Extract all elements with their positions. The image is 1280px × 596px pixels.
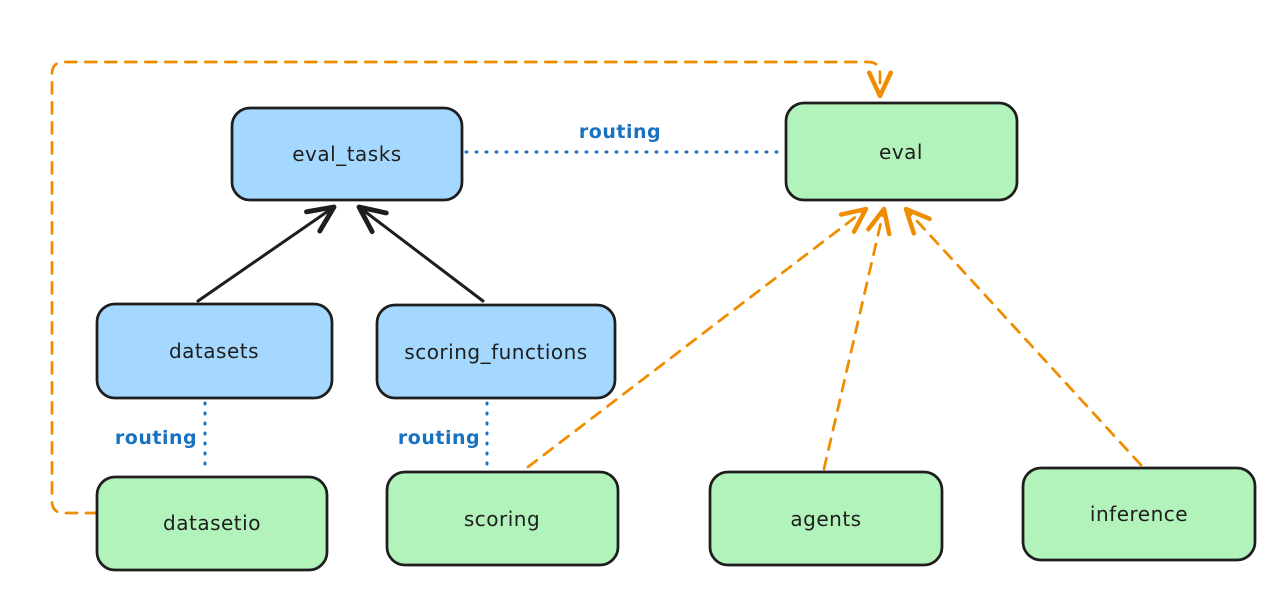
node-scoring: scoring — [385, 470, 620, 567]
node-datasets: datasets — [95, 302, 334, 400]
node-scoring-functions: scoring_functions — [375, 303, 617, 400]
node-agents: agents — [708, 470, 944, 567]
edge-agents-to-eval — [822, 206, 892, 471]
node-scoring-functions-box — [375, 303, 617, 400]
routing-label-top: routing — [579, 121, 661, 143]
node-eval: eval — [784, 101, 1019, 202]
node-datasets-box — [95, 302, 334, 400]
node-agents-label: agents — [790, 507, 861, 531]
edge-scoring-to-eval — [526, 206, 869, 469]
node-scoring-box — [385, 470, 620, 567]
node-datasetio-label: datasetio — [163, 511, 261, 535]
edge-inference-to-eval — [903, 206, 1143, 467]
node-inference-label: inference — [1090, 502, 1188, 526]
node-datasetio-box — [95, 475, 329, 572]
routing-label-scoring: routing — [398, 427, 480, 449]
edge-datasets-to-eval-tasks — [196, 204, 337, 303]
node-agents-box — [708, 470, 944, 567]
node-eval-tasks-box — [230, 106, 464, 202]
node-eval-tasks: eval_tasks — [230, 106, 464, 202]
node-datasets-label: datasets — [169, 339, 259, 363]
routing-label-datasets: routing — [115, 427, 197, 449]
edge-scoring-functions-to-eval-tasks — [356, 204, 485, 303]
node-eval-box — [784, 101, 1019, 202]
node-inference: inference — [1021, 466, 1257, 562]
node-eval-label: eval — [879, 140, 923, 164]
edge-datasetio-to-eval — [50, 60, 893, 515]
node-inference-box — [1021, 466, 1257, 562]
node-scoring-functions-label: scoring_functions — [404, 340, 587, 364]
node-eval-tasks-label: eval_tasks — [292, 142, 401, 166]
node-scoring-label: scoring — [464, 507, 540, 531]
node-datasetio: datasetio — [95, 475, 329, 572]
